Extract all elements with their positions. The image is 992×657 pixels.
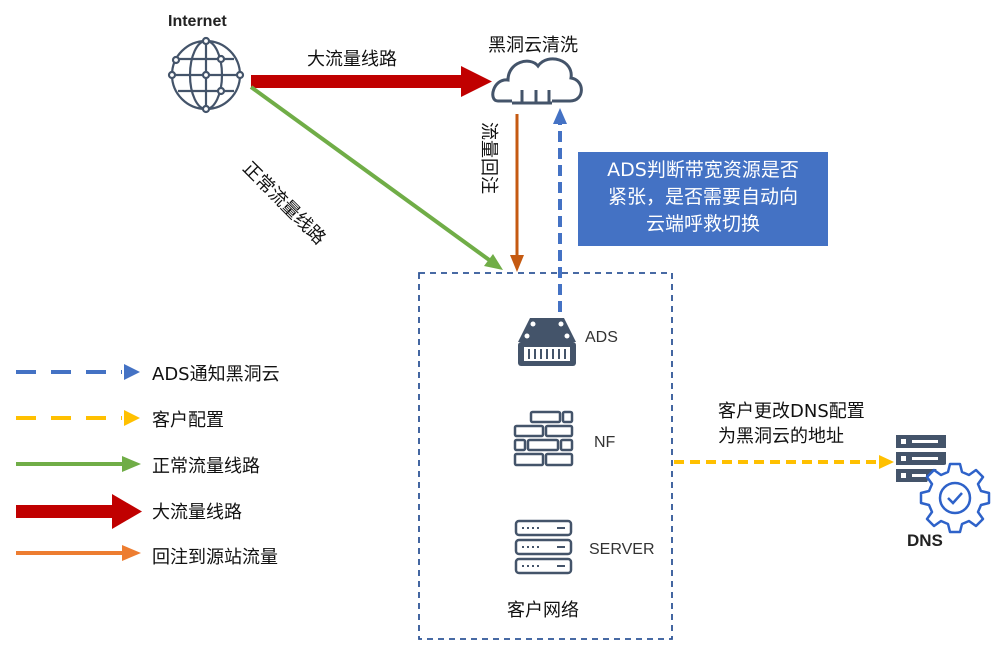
dns-config-arrow	[674, 455, 894, 469]
legend-label: 正常流量线路	[152, 456, 260, 477]
legend-label: 客户配置	[152, 410, 224, 431]
reinjection-arrow	[510, 114, 524, 272]
dns-server-gear-icon	[896, 435, 991, 534]
customer-network-box	[418, 272, 673, 640]
reinjection-label: 流量回注	[478, 122, 499, 194]
callout-line1: ADS判断带宽资源是否	[607, 159, 799, 181]
big-traffic-label: 大流量线路	[307, 49, 397, 70]
nf-label: NF	[594, 434, 616, 451]
normal-traffic-arrow	[249, 85, 503, 270]
ads-notify-arrow	[553, 108, 567, 312]
legend-label: 大流量线路	[152, 502, 242, 523]
legend-sample-customer-config	[16, 410, 140, 426]
callout-line3: 云端呼救切换	[645, 213, 760, 235]
dns-config-label-line2: 为黑洞云的地址	[718, 426, 844, 447]
ads-decision-callout: ADS判断带宽资源是否 紧张，是否需要自动向 云端呼救切换	[578, 152, 828, 246]
legend-label: ADS通知黑洞云	[152, 364, 280, 385]
legend-sample-ads-notify	[16, 364, 140, 380]
legend-sample-reinjection	[16, 545, 141, 561]
dns-label: DNS	[907, 531, 943, 550]
legend-sample-normal-traffic	[16, 456, 141, 472]
internet-label: Internet	[168, 13, 227, 30]
ads-label: ADS	[585, 329, 618, 346]
ads-appliance-icon	[518, 318, 576, 366]
legend-sample-big-traffic	[16, 494, 142, 529]
globe-icon	[167, 36, 245, 114]
server-label: SERVER	[589, 541, 655, 558]
cloud-icon	[491, 57, 583, 105]
firewall-icon	[513, 410, 574, 467]
cloud-label: 黑洞云清洗	[488, 35, 578, 56]
big-traffic-arrow	[251, 66, 492, 97]
legend-label: 回注到源站流量	[152, 547, 278, 568]
dns-config-label: 客户更改DNS配置 为黑洞云的地址	[718, 399, 865, 449]
server-icon	[514, 519, 573, 575]
callout-line2: 紧张，是否需要自动向	[607, 186, 798, 208]
dns-config-label-line1: 客户更改DNS配置	[718, 401, 865, 422]
customer-network-label: 客户网络	[507, 600, 579, 621]
